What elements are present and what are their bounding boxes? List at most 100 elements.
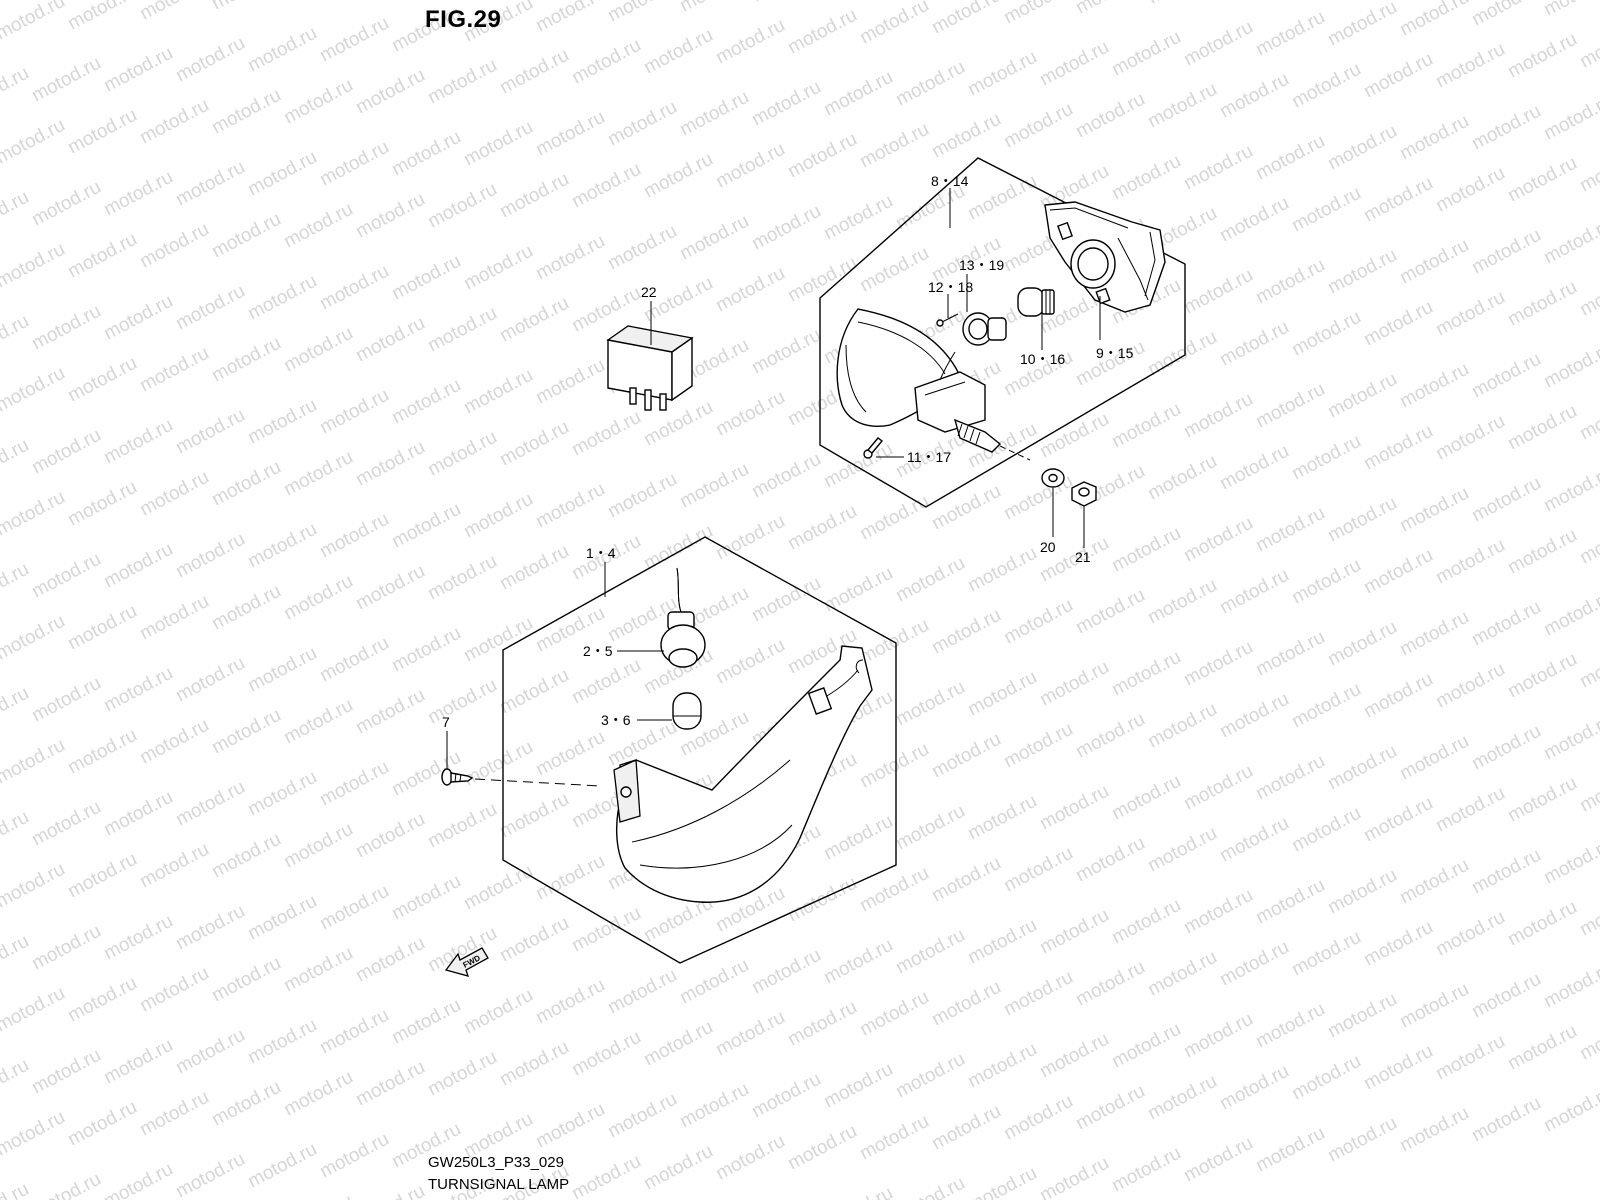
watermark-text: motod.ru [460,241,536,295]
watermark-text: motod.ru [640,25,716,79]
watermark-text: motod.ru [820,1183,896,1200]
callout-labels: 8・14 13・19 12・18 10・16 9・15 11・17 20 21 … [442,173,1134,730]
watermark-text: motod.ru [1504,1021,1580,1075]
front-bulb[interactable] [672,692,702,730]
watermark-text: motod.ru [1540,463,1600,517]
watermark-text: motod.ru [1036,1029,1112,1083]
watermark-text: motod.ru [964,915,1040,969]
rear-bulb[interactable] [1017,287,1055,317]
watermark-text: motod.ru [28,53,104,107]
watermark-text: motod.ru [496,1037,572,1091]
watermark-text: motod.ru [1396,359,1472,413]
watermark-text: motod.ru [424,179,500,233]
watermark-text: motod.ru [136,95,212,149]
watermark-text: motod.ru [172,653,248,707]
rear-lamp-assembly-frame [819,157,1186,508]
watermark-text: motod.ru [1468,969,1544,1023]
front-lamp-screw[interactable] [441,768,601,787]
watermark-text: motod.ru [244,767,320,821]
watermark-text: motod.ru [1072,1081,1148,1135]
watermark-text: motod.ru [28,177,104,231]
watermark-text: motod.ru [1288,555,1364,609]
callout-1-4: 1・4 [586,545,616,561]
watermark-text: motod.ru [316,13,392,67]
watermark-text: motod.ru [1468,597,1544,651]
rear-lens-screw[interactable] [936,313,959,327]
watermark-text: motod.ru [928,977,1004,1031]
watermark-text: motod.ru [1180,761,1256,815]
watermark-text: motod.ru [1540,959,1600,1013]
watermark-text: motod.ru [856,987,932,1041]
watermark-text: motod.ru [1396,1103,1472,1157]
rear-bulb-holder[interactable] [962,312,1007,346]
watermark-text: motod.ru [964,171,1040,225]
watermark-text: motod.ru [964,1039,1040,1093]
turn-signal-relay[interactable] [606,325,694,411]
watermark-text: motod.ru [1180,1133,1256,1187]
watermark-text: motod.ru [64,477,140,531]
front-bulb-socket[interactable] [660,567,706,668]
watermark-text: motod.ru [676,1079,752,1133]
front-lamp-lens[interactable] [613,645,873,903]
watermark-text: motod.ru [172,405,248,459]
watermark-text: motod.ru [1252,7,1328,61]
watermark-text: motod.ru [1144,79,1220,133]
watermark-text: motod.ru [388,375,464,429]
watermark-text: motod.ru [1288,183,1364,237]
watermark-text: motod.ru [1576,639,1600,693]
watermark-text: motod.ru [676,211,752,265]
watermark-text: motod.ru [0,1179,33,1200]
watermark-text: motod.ru [532,975,608,1029]
watermark-text: motod.ru [460,613,536,667]
watermark-text: motod.ru [172,777,248,831]
watermark-text: motod.ru [784,1121,860,1175]
washer[interactable] [1041,468,1065,488]
watermark-text: motod.ru [892,553,968,607]
watermark-text: motod.ru [244,147,320,201]
nut[interactable] [1071,481,1097,507]
watermark-text: motod.ru [244,891,320,945]
watermark-text: motod.ru [352,65,428,119]
watermark-text: motod.ru [1180,637,1256,691]
watermark-text: motod.ru [352,933,428,987]
watermark-text: motod.ru [1468,1093,1544,1147]
watermark-text: motod.ru [1036,905,1112,959]
figure-title: FIG.29 [425,6,502,33]
watermark-text: motod.ru [640,1017,716,1071]
watermark-text: motod.ru [712,1131,788,1185]
watermark-text: motod.ru [388,871,464,925]
watermark-text: motod.ru [1000,471,1076,525]
rear-lamp-base[interactable] [1044,201,1166,313]
watermark-text: motod.ru [1324,741,1400,795]
rear-lamp-stud-bolt [953,418,1031,461]
watermark-text: motod.ru [784,501,860,555]
watermark-text: motod.ru [424,303,500,357]
watermark-text: motod.ru [1180,141,1256,195]
watermark-text: motod.ru [1144,699,1220,753]
watermark-text: motod.ru [1324,617,1400,671]
watermark-text: motod.ru [1360,1041,1436,1095]
watermark-text: motod.ru [100,415,176,469]
watermark-text: motod.ru [1504,649,1580,703]
leader-lines [446,188,1101,769]
rear-lamp-screw[interactable] [863,437,884,459]
watermark-text: motod.ru [0,0,69,44]
watermark-text: motod.ru [1108,523,1184,577]
watermark-text: motod.ru [28,301,104,355]
watermark-text: motod.ru [64,105,140,159]
watermark-text: motod.ru [0,807,33,861]
watermark-text: motod.ru [0,735,69,789]
watermark-text: motod.ru [1360,669,1436,723]
watermark-text: motod.ru [244,23,320,77]
watermark-text: motod.ru [820,935,896,989]
watermark-text: motod.ru [136,715,212,769]
watermark-text: motod.ru [820,191,896,245]
watermark-text: motod.ru [0,487,69,541]
watermark-text: motod.ru [532,107,608,161]
watermark-text: motod.ru [1216,441,1292,495]
watermark-text: motod.ru [0,859,69,913]
watermark-text: motod.ru [892,677,968,731]
watermark-text: motod.ru [892,57,968,111]
watermark-text: motod.ru [964,1163,1040,1200]
watermark-text: motod.ru [28,549,104,603]
